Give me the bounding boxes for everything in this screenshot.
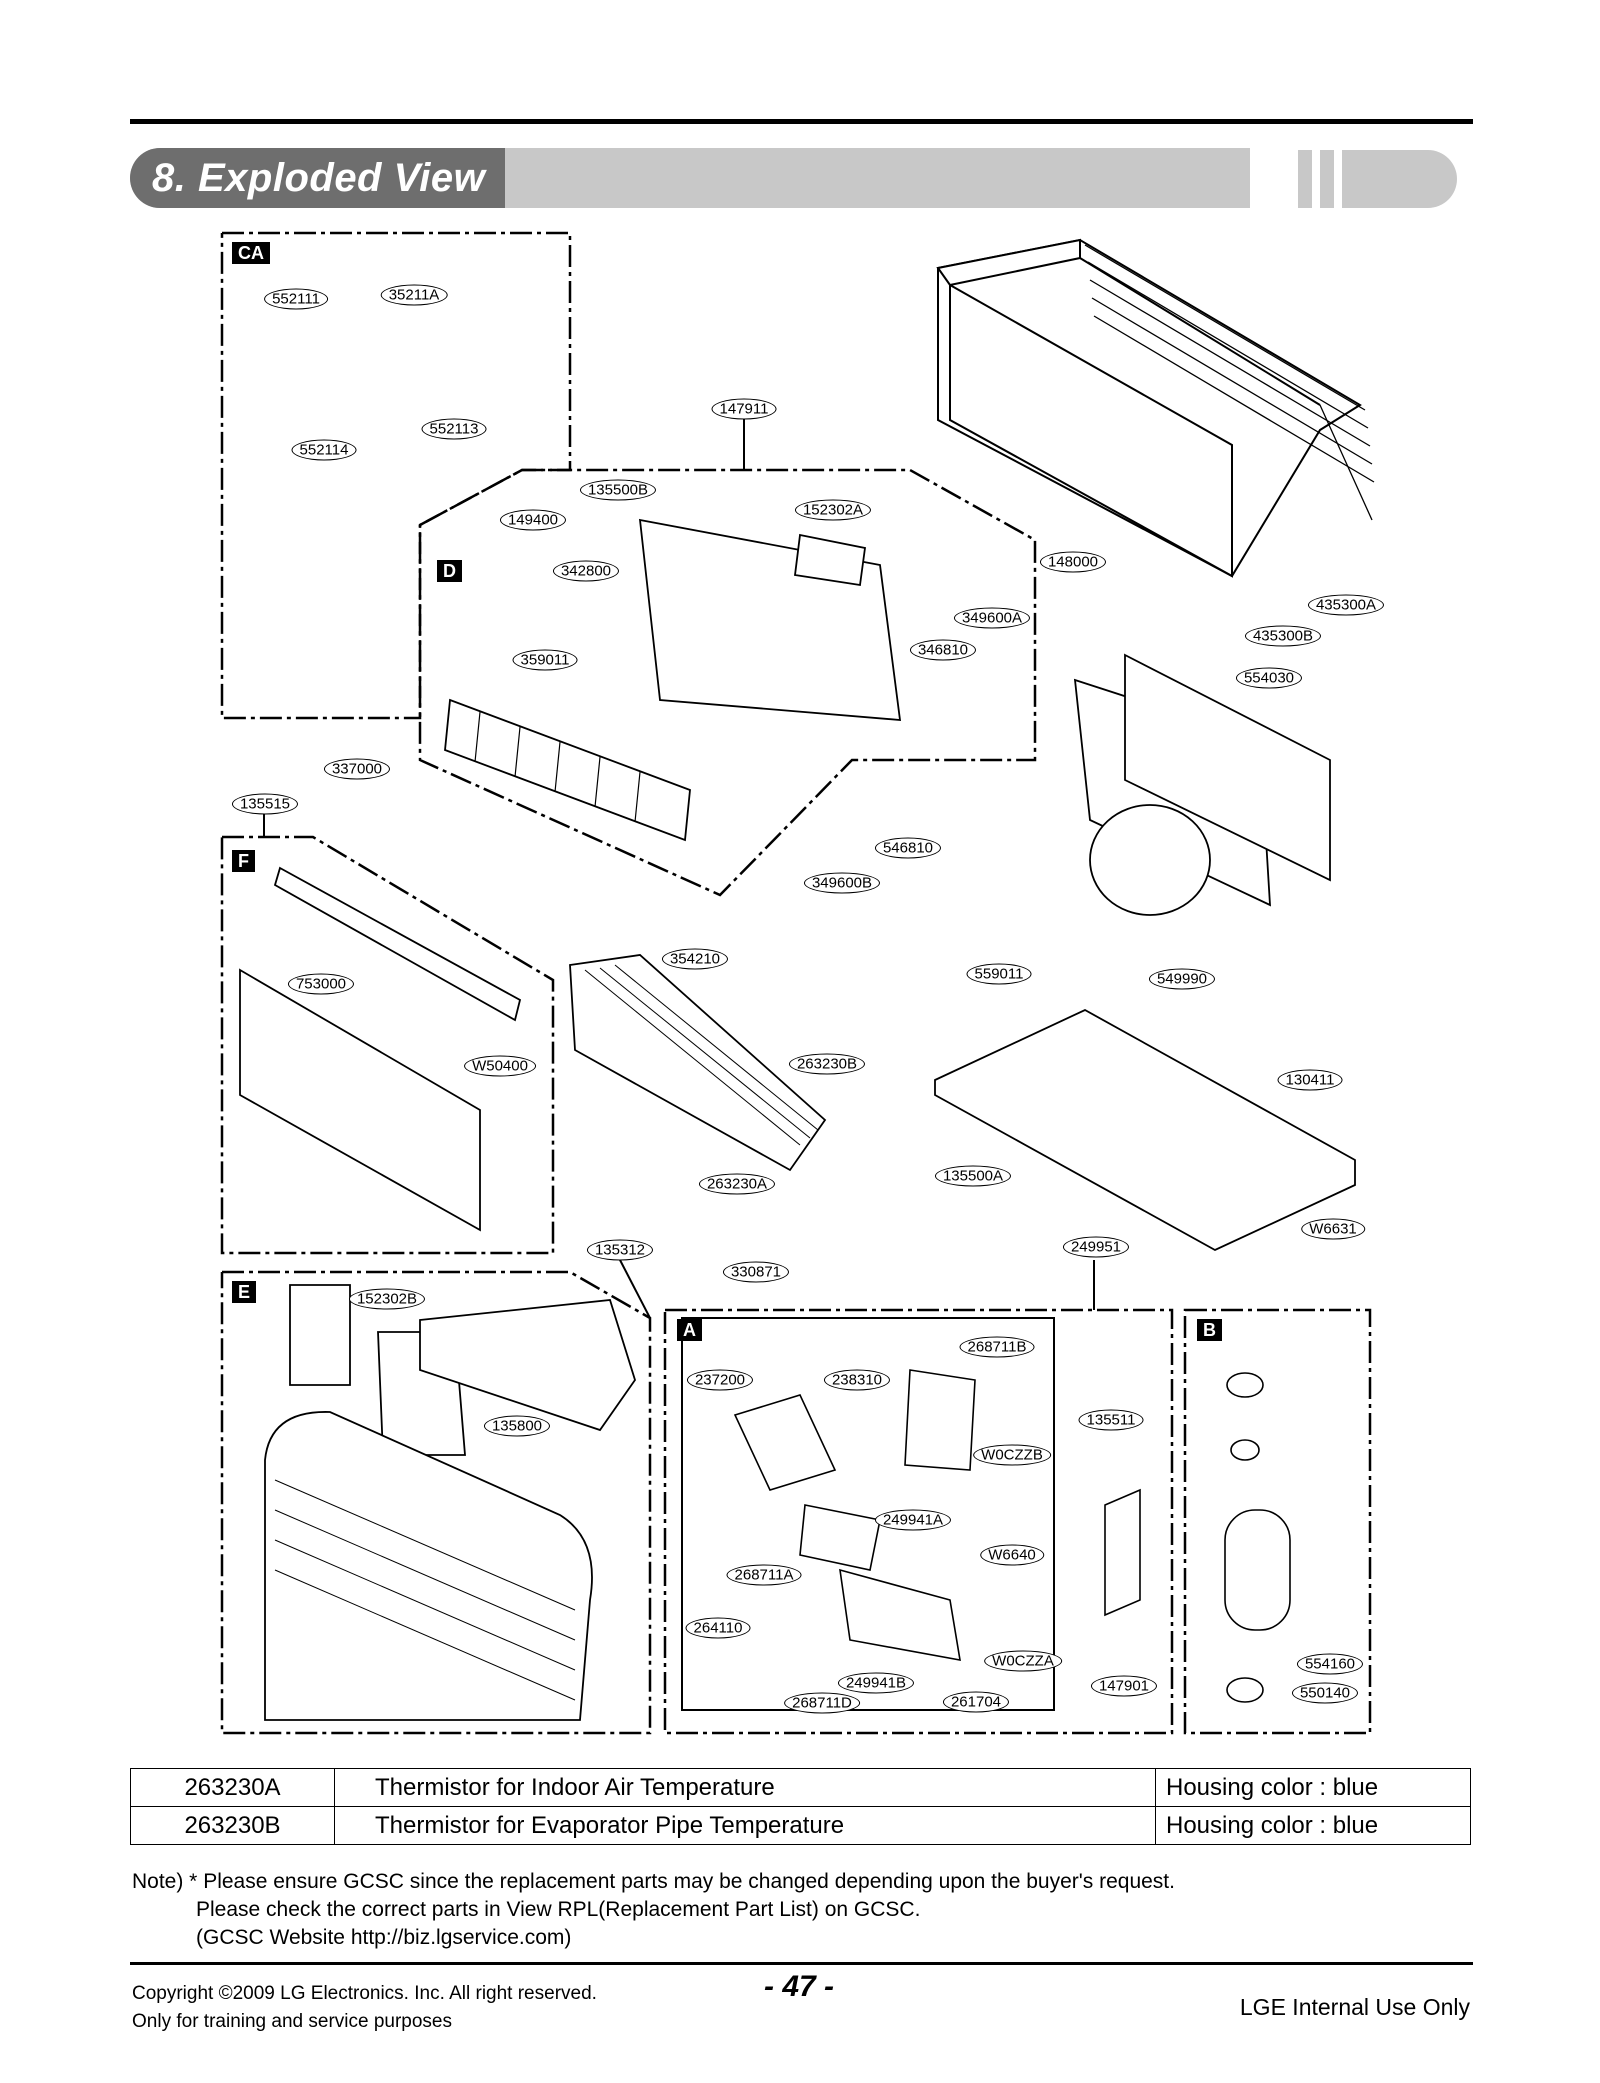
box-F: [220, 835, 555, 1255]
box-E: [220, 1270, 652, 1735]
part-code: 263230B: [130, 1806, 335, 1845]
note-line: (GCSC Website http://biz.lgservice.com): [196, 1926, 572, 1949]
part-label: 552114: [291, 439, 357, 461]
part-label: 135500B: [579, 479, 657, 501]
part-label: 35211A: [380, 284, 448, 306]
part-label: 268711D: [784, 1692, 860, 1714]
part-label: 342800: [552, 560, 620, 582]
exploded-view-diagram: [220, 231, 1375, 1735]
table-row: 263230A Thermistor for Indoor Air Temper…: [130, 1768, 1471, 1807]
note-block: Note) * Please ensure GCSC since the rep…: [132, 1868, 1175, 1952]
part-label: 346810: [909, 639, 977, 661]
table-row: 263230B Thermistor for Evaporator Pipe T…: [130, 1806, 1471, 1845]
part-label: 135312: [586, 1239, 654, 1261]
title-tab: [130, 148, 505, 208]
part-label: 149400: [499, 509, 567, 531]
part-label: 549990: [1148, 968, 1216, 990]
copyright-block: Copyright ©2009 LG Electronics. Inc. All…: [132, 1980, 597, 2036]
part-label: 546810: [874, 837, 942, 859]
page-number: - 47 -: [764, 1970, 835, 2003]
copyright-text: Copyright ©2009 LG Electronics. Inc. All…: [132, 1983, 597, 2004]
part-label: 559011: [966, 963, 1032, 985]
part-code: 263230A: [130, 1768, 335, 1807]
part-note: Housing color : blue: [1155, 1768, 1471, 1807]
top-rule: [130, 119, 1473, 124]
inner-box-A: [681, 1317, 1055, 1711]
part-label: 152302A: [794, 499, 872, 521]
page-title: 8. Exploded View: [152, 156, 486, 200]
footer-rule: [130, 1962, 1473, 1965]
section-tag-CA: CA: [232, 242, 270, 264]
part-label: 147901: [1090, 1675, 1158, 1697]
part-label: 554160: [1296, 1653, 1364, 1675]
part-description: Thermistor for Indoor Air Temperature: [334, 1768, 1156, 1807]
title-decoration: [1298, 150, 1457, 208]
part-label: 550140: [1291, 1682, 1359, 1704]
part-label: W0CZZA: [984, 1650, 1062, 1672]
part-label: 349600A: [953, 607, 1031, 629]
section-tag-F: F: [232, 850, 255, 872]
part-label: W50400: [464, 1055, 536, 1077]
part-label: 435300B: [1244, 625, 1322, 647]
part-label: W6631: [1301, 1218, 1365, 1240]
part-label: 135500A: [934, 1165, 1012, 1187]
part-label: 249951: [1062, 1236, 1130, 1258]
part-label: 435300A: [1307, 594, 1385, 616]
training-text: Only for training and service purposes: [132, 2011, 452, 2032]
note-line: Note) * Please ensure GCSC since the rep…: [132, 1870, 1175, 1893]
part-label: 264110: [685, 1617, 751, 1639]
part-label: 268711B: [959, 1336, 1035, 1358]
internal-use-label: LGE Internal Use Only: [1239, 1994, 1470, 2020]
part-label: 552113: [421, 418, 487, 440]
box-D: [418, 468, 1037, 897]
part-label: 268711A: [726, 1564, 802, 1586]
part-label: 130411: [1277, 1069, 1343, 1091]
part-label: 249941A: [874, 1509, 952, 1531]
part-label: 349600B: [803, 872, 881, 894]
part-label: 148000: [1039, 551, 1107, 573]
part-label: 135800: [483, 1415, 551, 1437]
part-label: 135511: [1078, 1409, 1144, 1431]
part-label: 238310: [823, 1369, 891, 1391]
part-label: W6640: [980, 1544, 1044, 1566]
part-label: 135515: [231, 793, 299, 815]
section-tag-E: E: [232, 1281, 257, 1303]
note-line: Please check the correct parts in View R…: [196, 1898, 921, 1921]
thermistor-table: 263230A Thermistor for Indoor Air Temper…: [130, 1768, 1471, 1845]
part-label: 753000: [287, 973, 355, 995]
part-label: 263230A: [698, 1173, 776, 1195]
part-label: 554030: [1235, 667, 1303, 689]
section-tag-B: B: [1197, 1319, 1222, 1341]
part-label: 359011: [512, 649, 578, 671]
part-label: 261704: [942, 1691, 1010, 1713]
part-label: 152302B: [348, 1288, 426, 1310]
part-label: 354210: [661, 948, 729, 970]
part-note: Housing color : blue: [1155, 1806, 1471, 1845]
section-tag-D: D: [437, 560, 462, 582]
part-label: 249941B: [837, 1672, 915, 1694]
box-B: [1183, 1308, 1372, 1735]
section-tag-A: A: [677, 1319, 702, 1341]
box-A: [663, 1308, 1174, 1735]
part-label: W0CZZB: [973, 1444, 1051, 1466]
part-label: 552111: [264, 288, 328, 310]
part-label: 263230B: [788, 1053, 866, 1075]
part-description: Thermistor for Evaporator Pipe Temperatu…: [334, 1806, 1156, 1845]
part-label: 337000: [323, 758, 391, 780]
part-label: 237200: [686, 1369, 754, 1391]
part-label: 330871: [722, 1261, 790, 1283]
part-label: 147911: [711, 398, 777, 420]
